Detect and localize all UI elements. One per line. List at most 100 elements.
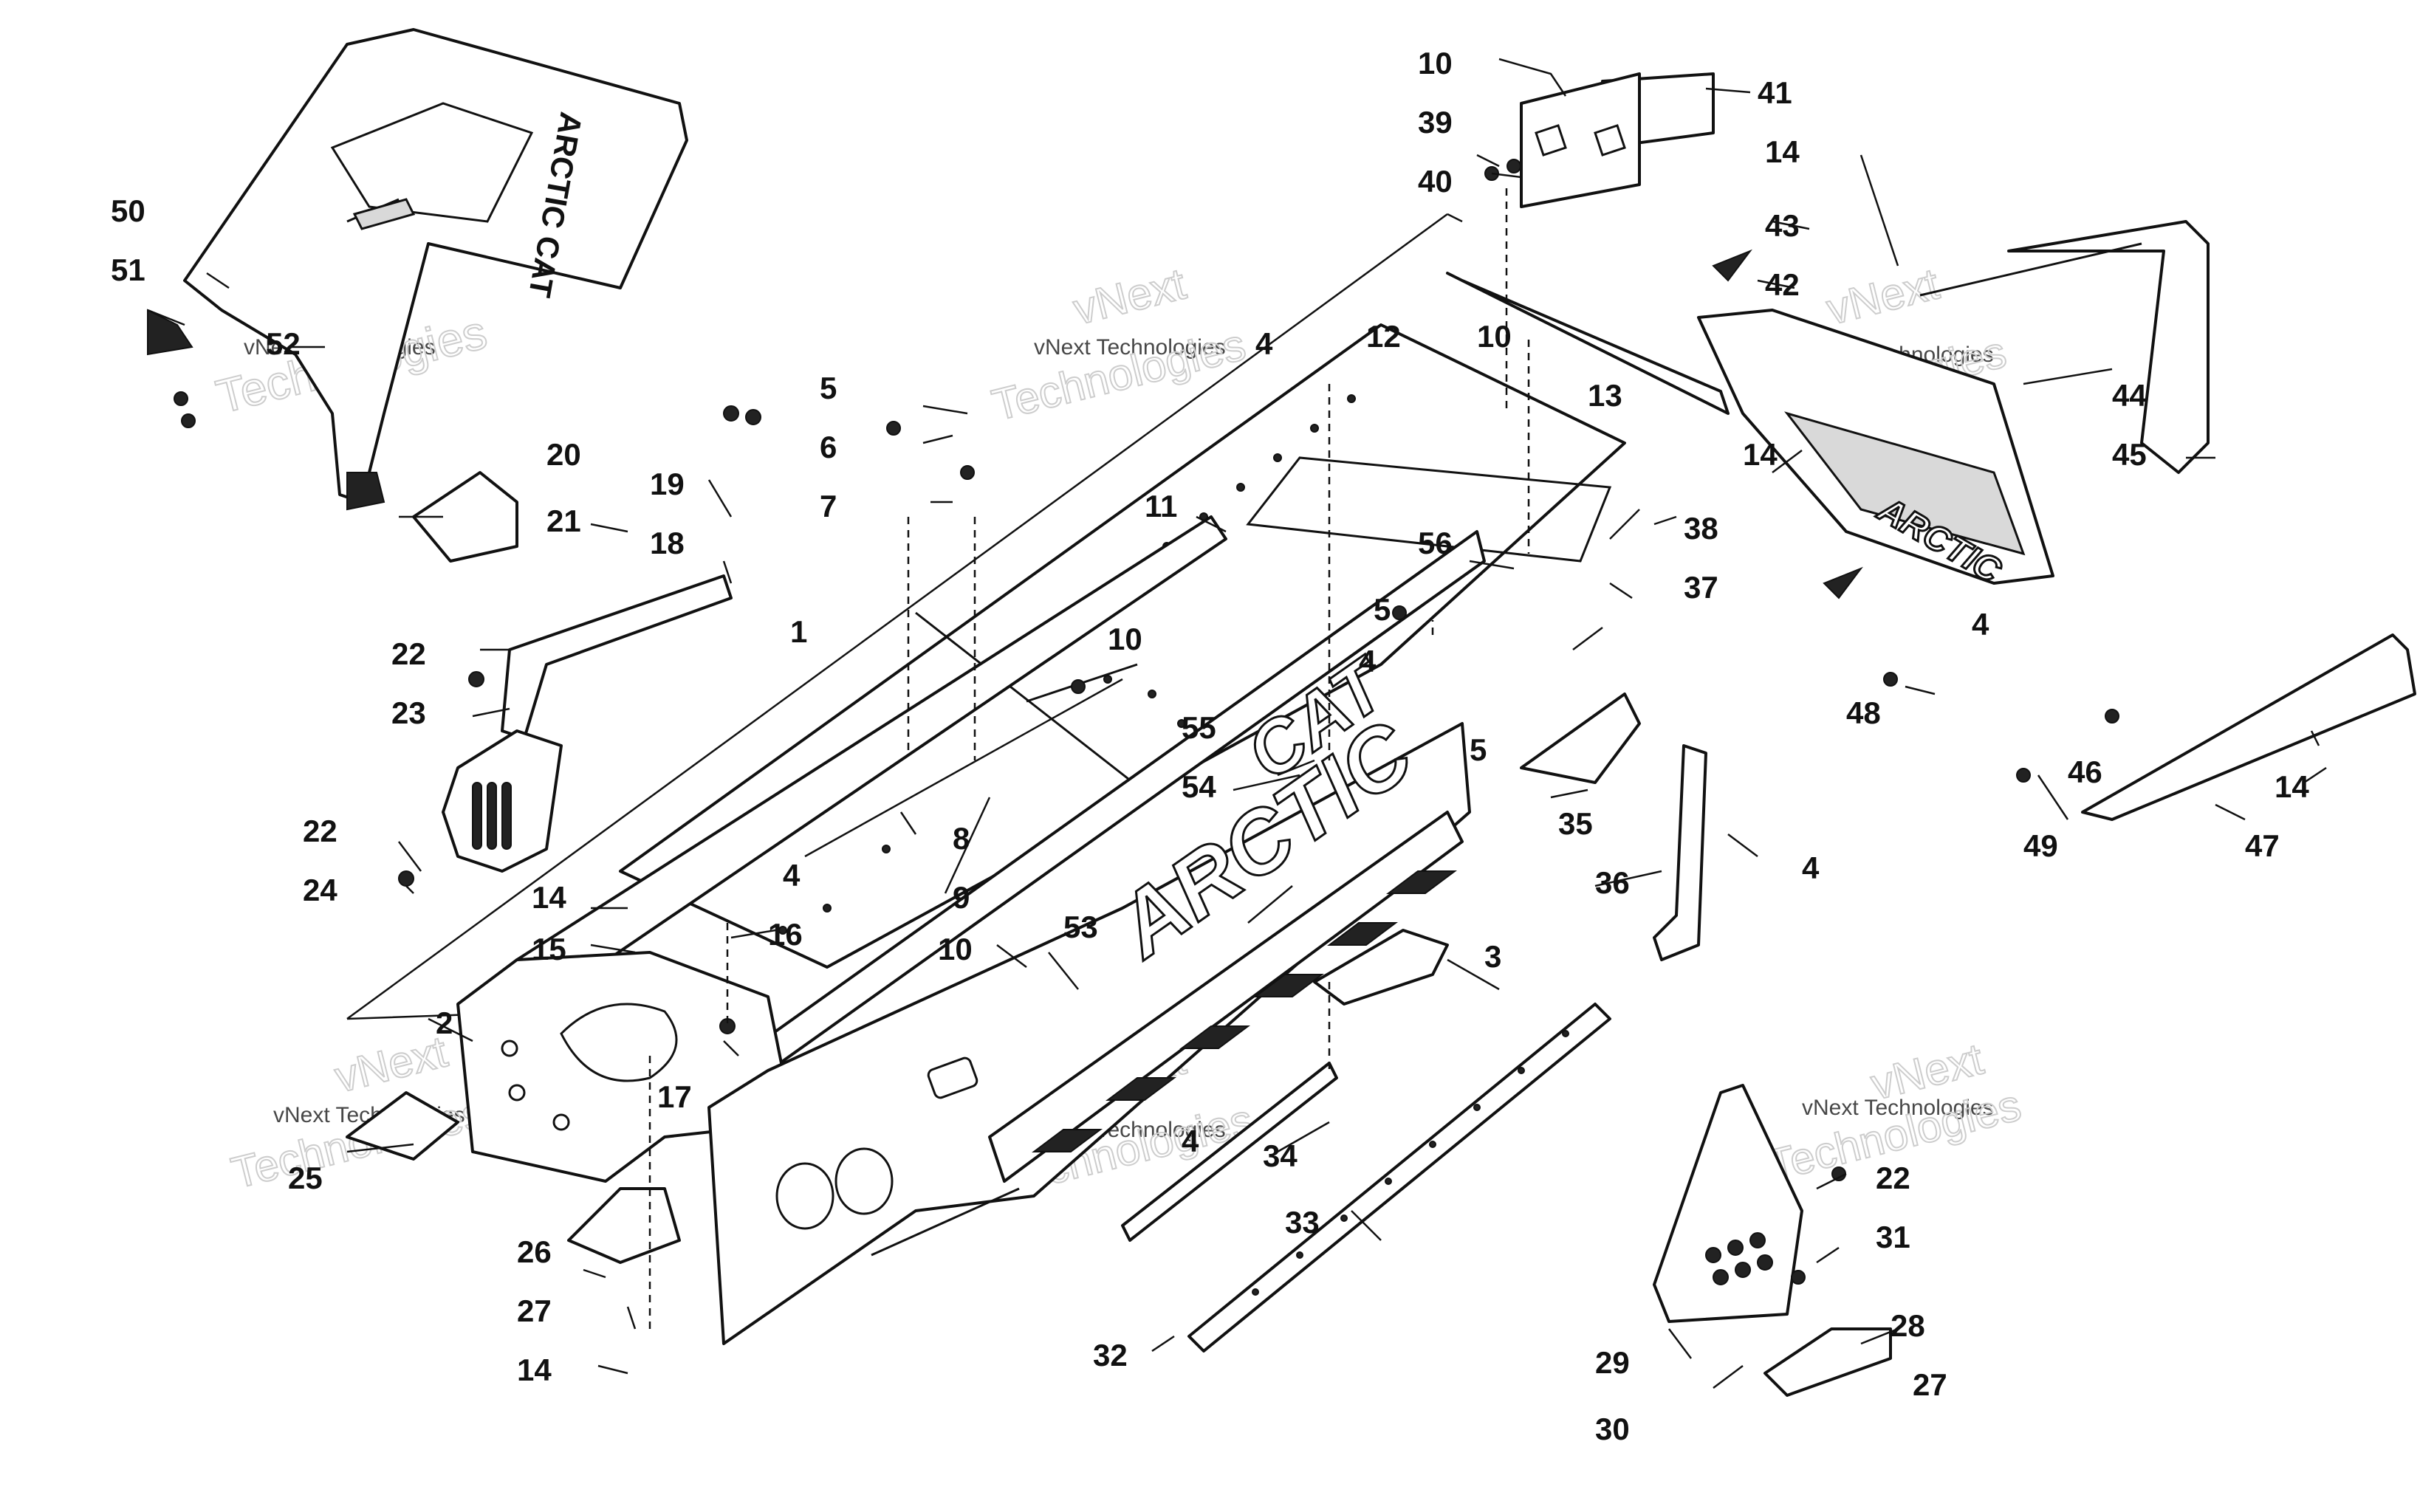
callout-42: 42: [1765, 267, 1800, 302]
callout-4: 4: [1802, 850, 1820, 885]
callout-17: 17: [657, 1079, 692, 1114]
callout-14: 14: [1765, 134, 1800, 169]
callout-10: 10: [938, 932, 973, 966]
support-plate: [1313, 929, 1449, 1006]
callout-40: 40: [1418, 164, 1453, 199]
callout-55: 55: [1182, 710, 1216, 745]
rear-mount-strip: [1446, 272, 1730, 415]
gusset-plate: [1520, 693, 1641, 784]
callout-9: 9: [953, 880, 970, 915]
callout-5: 5: [1374, 592, 1391, 627]
callout-14: 14: [2275, 769, 2309, 804]
callout-15: 15: [532, 932, 566, 966]
seat: ARCTIC CAT: [147, 28, 688, 511]
callout-36: 36: [1595, 865, 1630, 900]
callout-1: 1: [790, 614, 807, 649]
rear-tail-mount: [1520, 72, 1715, 208]
callout-45: 45: [2112, 437, 2147, 472]
callout-26: 26: [517, 1234, 552, 1269]
direction-arrow: [1712, 249, 1752, 282]
callout-10: 10: [1477, 319, 1512, 354]
callout-47: 47: [2245, 828, 2280, 863]
small-cover: [412, 471, 518, 563]
callout-43: 43: [1765, 208, 1800, 243]
slide-rail-holes: [1252, 1030, 1569, 1296]
callout-13: 13: [1588, 378, 1622, 413]
right-footrest: [1653, 1084, 1892, 1397]
callout-6: 6: [820, 430, 837, 464]
callout-27: 27: [517, 1293, 552, 1328]
callout-22: 22: [1876, 1161, 1910, 1195]
callout-41: 41: [1758, 75, 1792, 110]
callout-11: 11: [1145, 489, 1177, 523]
callout-37: 37: [1684, 570, 1718, 605]
callout-32: 32: [1093, 1338, 1128, 1372]
slide-rail: [1187, 1003, 1611, 1353]
tail-light-housing: ARCTIC: [1697, 309, 2054, 592]
callout-10: 10: [1418, 46, 1453, 80]
watermark-brand: vNext: [1069, 258, 1190, 334]
callout-14: 14: [1743, 437, 1778, 472]
callout-12: 12: [1366, 319, 1401, 354]
callout-44: 44: [2112, 378, 2147, 413]
callout-56: 56: [1418, 526, 1453, 560]
fasteners: [174, 159, 2119, 1285]
callout-54: 54: [1182, 769, 1216, 804]
callout-22: 22: [303, 814, 337, 848]
callout-21: 21: [546, 504, 581, 538]
callout-49: 49: [2023, 828, 2058, 863]
rear-side-strut: [1653, 744, 1707, 961]
callout-28: 28: [1891, 1308, 1925, 1343]
callout-48: 48: [1846, 695, 1881, 730]
callout-30: 30: [1595, 1412, 1630, 1446]
callout-25: 25: [288, 1161, 323, 1195]
callout-29: 29: [1595, 1345, 1630, 1380]
callout-2: 2: [436, 1006, 453, 1040]
callout-24: 24: [303, 873, 337, 907]
callout-53: 53: [1063, 910, 1098, 944]
callout-4: 4: [1359, 644, 1377, 678]
callout-38: 38: [1684, 511, 1718, 546]
callout-22: 22: [391, 636, 426, 671]
lower-strip: [1121, 1062, 1338, 1242]
front-footwell: [567, 1187, 681, 1264]
callout-4: 4: [1255, 326, 1273, 361]
running-board: [988, 811, 1464, 1183]
watermark-brand: vNext: [330, 1026, 452, 1102]
callout-5: 5: [1470, 732, 1487, 767]
callout-33: 33: [1285, 1205, 1320, 1240]
callout-27: 27: [1913, 1367, 1947, 1402]
leader-lines: [147, 58, 2327, 1389]
callout-10: 10: [1108, 622, 1142, 656]
callout-31: 31: [1876, 1220, 1910, 1254]
callout-8: 8: [953, 821, 970, 856]
direction-arrow: [1823, 566, 1863, 599]
watermark-name: vNext Technologies: [1034, 335, 1226, 360]
callout-4: 4: [1182, 1124, 1199, 1158]
callout-46: 46: [2068, 755, 2102, 789]
callout-50: 50: [111, 193, 145, 228]
callout-3: 3: [1484, 939, 1501, 974]
callout-23: 23: [391, 695, 426, 730]
callout-16: 16: [768, 917, 803, 952]
callout-4: 4: [783, 858, 801, 893]
callout-7: 7: [820, 489, 837, 523]
callout-18: 18: [650, 526, 685, 560]
callout-20: 20: [546, 437, 581, 472]
front-bracket: [346, 1091, 459, 1161]
front-handle: [442, 574, 733, 873]
callout-19: 19: [650, 467, 685, 501]
callout-5: 5: [820, 371, 837, 405]
running-board-cleats: [1032, 870, 1457, 1152]
callout-35: 35: [1558, 806, 1593, 841]
callout-52: 52: [266, 326, 301, 361]
callout-34: 34: [1263, 1138, 1298, 1173]
rear-flap: [2081, 633, 2416, 821]
callout-14: 14: [517, 1353, 552, 1387]
callout-14: 14: [532, 880, 566, 915]
callout-39: 39: [1418, 105, 1453, 140]
assembly-lines: [648, 188, 1530, 1329]
watermark-brand: vNext: [1822, 258, 1944, 334]
callout-4: 4: [1972, 607, 1989, 642]
